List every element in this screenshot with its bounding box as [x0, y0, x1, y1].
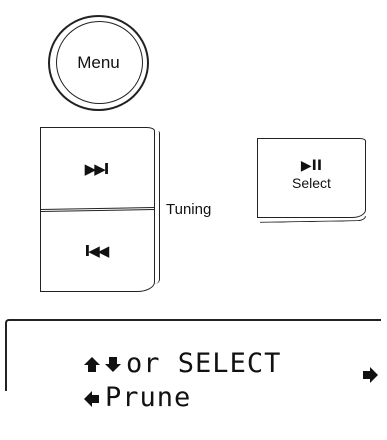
up-arrow-icon: [84, 357, 101, 372]
skip-next-icon: ▶▶I: [84, 159, 110, 178]
menu-button-label: Menu: [77, 53, 120, 72]
lcd-line-2-text: Prune: [105, 382, 192, 413]
lcd-line-1-text: or SELECT: [126, 348, 282, 379]
skip-previous-icon: I◀◀: [84, 242, 110, 260]
select-button[interactable]: ▶II Select: [257, 138, 366, 218]
tuning-rocker-body: [40, 127, 155, 292]
select-button-label: Select: [292, 175, 331, 191]
tuning-rocker-edge: [155, 131, 160, 284]
lcd-display: or SELECT Prune: [5, 319, 381, 411]
tuning-rocker: ▶▶I I◀◀: [39, 127, 160, 292]
lcd-line-2: Prune: [15, 357, 191, 438]
play-pause-icon: ▶II: [300, 158, 323, 174]
lcd-line-1: or SELECT: [15, 323, 281, 404]
menu-button[interactable]: Menu: [48, 15, 149, 111]
tuning-label: Tuning: [166, 201, 212, 218]
tuning-previous-button[interactable]: I◀◀: [40, 211, 152, 291]
right-arrow-icon: [363, 367, 378, 383]
left-arrow-icon: [84, 391, 99, 406]
tuning-next-button[interactable]: ▶▶I: [40, 127, 152, 210]
down-arrow-icon: [105, 357, 122, 372]
